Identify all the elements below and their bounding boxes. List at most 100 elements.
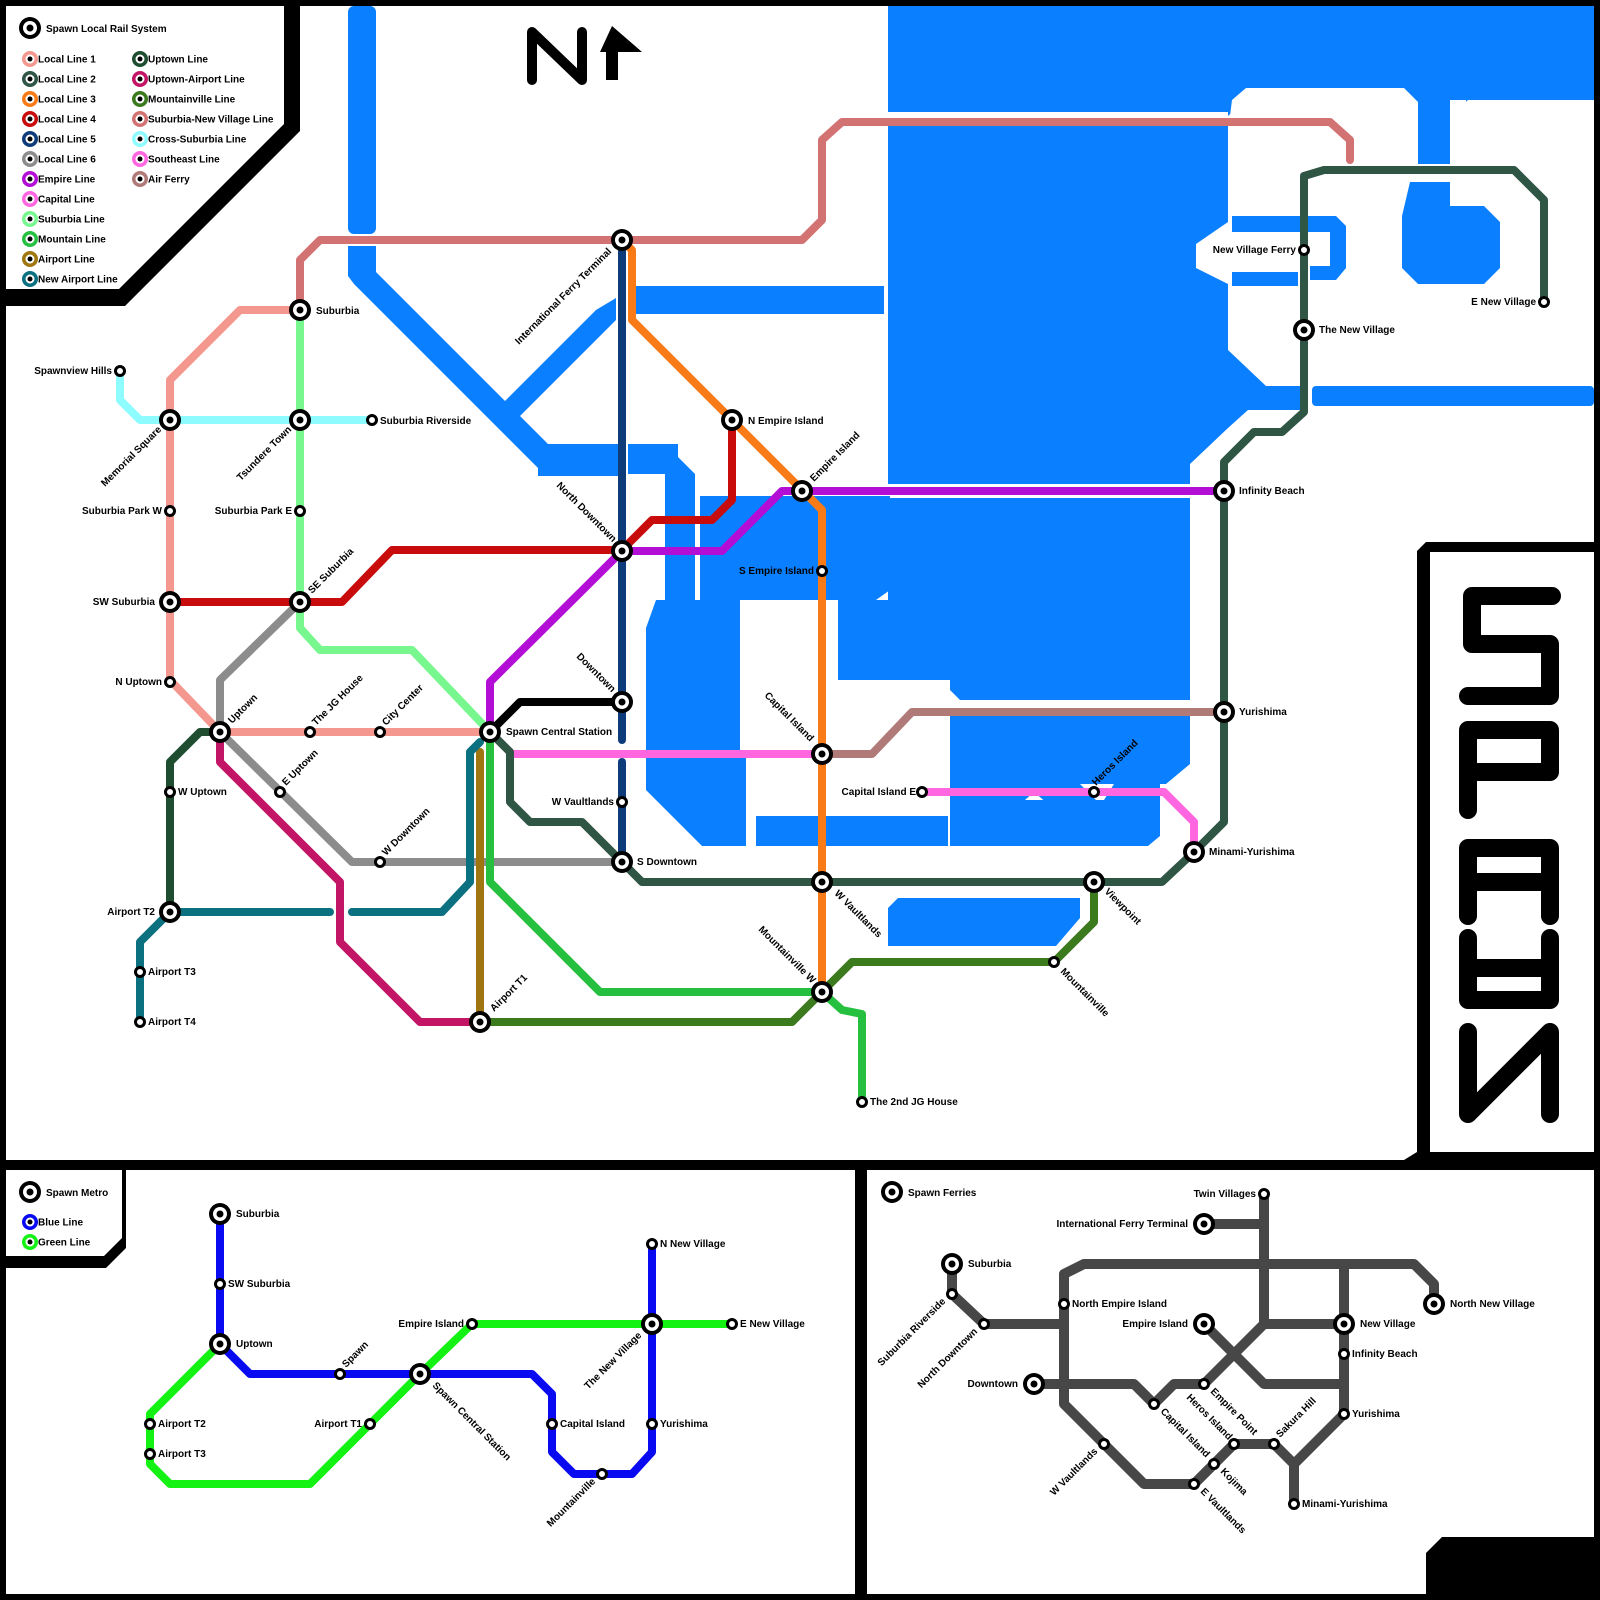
station-capital-island-e xyxy=(918,788,927,797)
metro-label-yurishima: Yurishima xyxy=(660,1419,708,1430)
metro-label-sw-suburbia: SW Suburbia xyxy=(228,1279,291,1290)
station-infinity-beach xyxy=(1213,480,1235,502)
station-mountainville xyxy=(1050,958,1059,967)
legend-label: Uptown Line xyxy=(148,55,208,66)
station-capital-island xyxy=(811,743,833,765)
station-mountainville-w xyxy=(811,981,833,1003)
legend-label: Southeast Line xyxy=(148,155,220,166)
station-n-empire-island xyxy=(721,409,743,431)
label-n-empire-island: N Empire Island xyxy=(748,416,824,427)
station-suburbia xyxy=(289,299,311,321)
station-the-jg-house xyxy=(306,728,315,737)
metro-label-airport-t2: Airport T2 xyxy=(158,1419,206,1430)
label-w-vaultlands-small: W Vaultlands xyxy=(552,797,615,808)
station-s-empire-island xyxy=(818,567,827,576)
label-the-new-village: The New Village xyxy=(1319,325,1395,336)
station-heros-island xyxy=(1090,788,1099,797)
ferry-label-north-new-village: North New Village xyxy=(1450,1299,1535,1310)
label-the-2nd-jg-house: The 2nd JG House xyxy=(870,1097,958,1108)
metro-label-capital-island: Capital Island xyxy=(560,1419,625,1430)
station-new-village-ferry xyxy=(1300,246,1309,255)
metro-label-airport-t1: Airport T1 xyxy=(314,1419,362,1430)
metro-label-e-new-village: E New Village xyxy=(740,1319,805,1330)
metro-legend-title: Spawn Metro xyxy=(46,1188,108,1199)
metro-label-airport-t3: Airport T3 xyxy=(158,1449,206,1460)
station-the-2nd-jg-house xyxy=(858,1098,867,1107)
legend-label: Local Line 3 xyxy=(38,95,96,106)
ferry-label-infinity-beach: Infinity Beach xyxy=(1352,1349,1418,1360)
ferries-title: Spawn Ferries xyxy=(908,1188,977,1199)
station-airport-t1 xyxy=(469,1011,491,1033)
station-intl-ferry xyxy=(611,229,633,251)
station-north-downtown xyxy=(611,540,633,562)
label-spawnview-hills: Spawnview Hills xyxy=(34,366,112,377)
label-new-village-ferry: New Village Ferry xyxy=(1213,245,1297,256)
station-city-center xyxy=(376,728,385,737)
station-minami-yurishima xyxy=(1183,841,1205,863)
label-spawn-central: Spawn Central Station xyxy=(506,727,612,738)
station-airport-t3 xyxy=(136,968,145,977)
station-e-uptown xyxy=(276,788,285,797)
legend-label: Airport Line xyxy=(38,255,95,266)
ferry-label-north-empire-island: North Empire Island xyxy=(1072,1299,1167,1310)
legend-label: New Airport Line xyxy=(38,275,118,286)
legend-label: Local Line 2 xyxy=(38,75,96,86)
metro-label-n-new-village: N New Village xyxy=(660,1239,726,1250)
label-capital-island-e: Capital Island E xyxy=(842,787,917,798)
station-spawn-central xyxy=(479,721,501,743)
ferry-label-empire-island: Empire Island xyxy=(1122,1319,1188,1330)
station-empire-island xyxy=(791,480,813,502)
station-yurishima xyxy=(1213,701,1235,723)
legend-label: Local Line 6 xyxy=(38,155,96,166)
station-w-downtown xyxy=(376,858,385,867)
station-n-uptown xyxy=(166,678,175,687)
rail-legend-title: Spawn Local Rail System xyxy=(46,24,167,35)
station-uptown xyxy=(209,721,231,743)
label-airport-t2: Airport T2 xyxy=(107,907,155,918)
station-w-vaultlands xyxy=(811,871,833,893)
station-suburbia-riverside xyxy=(368,416,377,425)
ferry-label-downtown: Downtown xyxy=(967,1379,1018,1390)
legend-label: Capital Line xyxy=(38,195,95,206)
legend-label: Blue Line xyxy=(38,1218,83,1229)
legend-label: Mountainville Line xyxy=(148,95,236,106)
label-minami-yurishima: Minami-Yurishima xyxy=(1209,847,1295,858)
metro-label-empire-island: Empire Island xyxy=(398,1319,464,1330)
legend-label: Local Line 4 xyxy=(38,115,96,126)
ferry-label-yurishima: Yurishima xyxy=(1352,1409,1400,1420)
metro-label-uptown: Uptown xyxy=(236,1339,273,1350)
ferry-label-minami-yurishima: Minami-Yurishima xyxy=(1302,1499,1388,1510)
station-suburbia-park-w xyxy=(166,507,175,516)
label-e-new-village: E New Village xyxy=(1471,297,1536,308)
label-sw-suburbia: SW Suburbia xyxy=(93,597,156,608)
station-airport-t4 xyxy=(136,1018,145,1027)
label-suburbia: Suburbia xyxy=(316,306,360,317)
station-viewpoint xyxy=(1083,871,1105,893)
legend-label: Suburbia-New Village Line xyxy=(148,115,274,126)
legend-label: Green Line xyxy=(38,1238,91,1249)
label-airport-t3: Airport T3 xyxy=(148,967,196,978)
station-memorial-square xyxy=(159,409,181,431)
station-e-new-village xyxy=(1540,298,1549,307)
station-tsundere-town xyxy=(289,409,311,431)
ferry-label-new-village: New Village xyxy=(1360,1319,1416,1330)
station-airport-t2 xyxy=(159,901,181,923)
station-suburbia-park-e xyxy=(296,507,305,516)
ferries-legend-icon xyxy=(881,1181,903,1203)
label-infinity-beach: Infinity Beach xyxy=(1239,486,1305,497)
legend-label: Mountain Line xyxy=(38,235,106,246)
station-spawnview-hills xyxy=(116,367,125,376)
legend-label: Uptown-Airport Line xyxy=(148,75,245,86)
station-downtown xyxy=(611,691,633,713)
label-airport-t4: Airport T4 xyxy=(148,1017,196,1028)
label-n-uptown: N Uptown xyxy=(115,677,162,688)
legend-label: Empire Line xyxy=(38,175,96,186)
legend-label: Local Line 5 xyxy=(38,135,96,146)
label-suburbia-park-e: Suburbia Park E xyxy=(215,506,293,517)
label-w-uptown: W Uptown xyxy=(178,787,227,798)
ferry-label-intl-ferry: International Ferry Terminal xyxy=(1056,1219,1188,1230)
ferry-label-twin-villages: Twin Villages xyxy=(1194,1189,1257,1200)
ferry-label-suburbia: Suburbia xyxy=(968,1259,1012,1270)
metro-panel xyxy=(6,1170,855,1594)
